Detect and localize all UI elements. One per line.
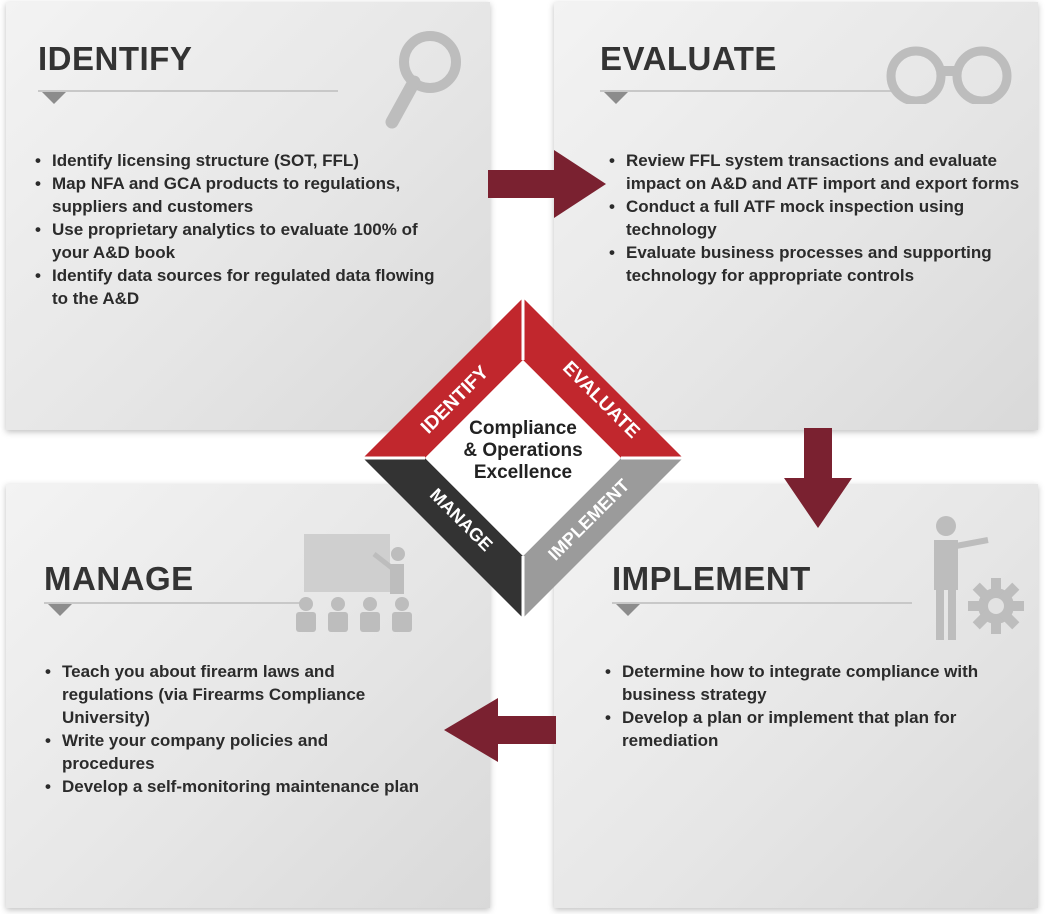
arrow-right <box>488 150 606 218</box>
identify-title: IDENTIFY <box>38 40 193 77</box>
list-item: Determine how to integrate compliance wi… <box>602 660 1022 706</box>
classroom-icon <box>296 534 412 632</box>
center-diamond: IDENTIFY EVALUATE MANAGE IMPLEMENT <box>363 298 683 618</box>
manage-panel: MANAGE Teach you about firearm laws and … <box>6 484 490 908</box>
presenter-gear-icon <box>934 516 1024 640</box>
manage-rule <box>44 602 304 604</box>
implement-title: IMPLEMENT <box>612 560 811 597</box>
list-item: Review FFL system transactions and evalu… <box>606 149 1026 195</box>
identify-pointer <box>42 92 66 104</box>
identify-panel: IDENTIFY Identify licensing structure (S… <box>6 2 490 430</box>
implement-rule <box>612 602 912 604</box>
manage-title: MANAGE <box>44 560 194 597</box>
list-item: Map NFA and GCA products to regulations,… <box>32 172 452 218</box>
evaluate-rule <box>600 90 900 92</box>
identify-band <box>363 298 523 458</box>
manage-list: Teach you about firearm laws and regulat… <box>42 660 422 798</box>
manage-pointer <box>48 604 72 616</box>
evaluate-list: Review FFL system transactions and evalu… <box>606 149 1026 287</box>
manage-band <box>363 458 523 618</box>
list-item: Write your company policies and procedur… <box>42 729 422 775</box>
list-item: Use proprietary analytics to evaluate 10… <box>32 218 452 264</box>
list-item: Evaluate business processes and supporti… <box>606 241 1026 287</box>
binoculars-icon <box>886 46 1012 104</box>
arrow-down <box>784 428 852 528</box>
identify-rule <box>38 90 338 92</box>
implement-list: Determine how to integrate compliance wi… <box>602 660 1022 752</box>
magnifier-icon <box>385 31 461 129</box>
identify-list: Identify licensing structure (SOT, FFL) … <box>32 149 452 310</box>
implement-panel: IMPLEMENT Determine how to integrate com… <box>554 484 1038 908</box>
implement-band <box>523 458 683 618</box>
list-item: Identify licensing structure (SOT, FFL) <box>32 149 452 172</box>
implement-pointer <box>616 604 640 616</box>
list-item: Conduct a full ATF mock inspection using… <box>606 195 1026 241</box>
center-title: Compliance & Operations Excellence <box>440 418 606 484</box>
evaluate-title: EVALUATE <box>600 40 777 77</box>
center-line-1: Compliance <box>469 418 577 439</box>
list-item: Develop a plan or implement that plan fo… <box>602 706 1022 752</box>
list-item: Identify data sources for regulated data… <box>32 264 452 310</box>
arrow-left <box>444 698 556 762</box>
list-item: Teach you about firearm laws and regulat… <box>42 660 422 729</box>
center-line-3: Excellence <box>473 462 573 483</box>
center-line-2: & Operations <box>463 440 583 461</box>
evaluate-panel: EVALUATE Review FFL system transactions … <box>554 2 1038 430</box>
list-item: Develop a self-monitoring maintenance pl… <box>42 775 422 798</box>
evaluate-pointer <box>604 92 628 104</box>
evaluate-band <box>523 298 683 458</box>
